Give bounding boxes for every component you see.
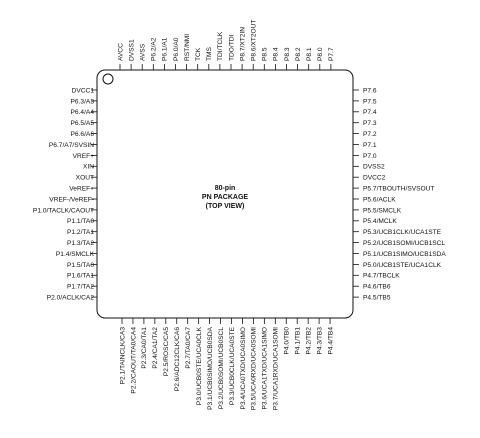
- pin-name: P5.2/UCB1SOMI/UCB1SCL: [363, 240, 445, 247]
- pin-count-label: 80-pin: [215, 185, 236, 192]
- pin-name: P2.6/ADC12CLK/CA6: [174, 327, 181, 391]
- pin-name: P6.3/A3: [71, 98, 95, 105]
- pin-name: P8.7/XT2IN: [239, 27, 246, 61]
- pin-name: P7.1: [363, 142, 377, 149]
- pin-name: P6.7/A7/SVSIN: [49, 142, 94, 149]
- pin-name: P3.4/UCA0TXD/UCA0SIMO: [240, 327, 247, 409]
- pin-name: P1.5/TA0: [67, 262, 94, 269]
- pin-name: P2.5/ROSC/CA5: [163, 327, 170, 376]
- pin-name: P5.1/UCB1SIMO/UCB1SDA: [363, 251, 446, 258]
- pin-name: P6.1/A1: [162, 37, 169, 61]
- pin-name: DVCC1: [72, 87, 95, 94]
- pin-name: DVCC2: [363, 175, 386, 182]
- pin-name: P3.1/UCB0SIMO/UCB0SDA: [207, 326, 214, 409]
- pin-name: P4.0/TB0: [284, 327, 291, 355]
- pin-name: P8.2: [295, 47, 302, 61]
- pin-name: P4.4/TB4: [327, 327, 334, 355]
- pin-name: P5.0/UCB1STE/UCA1CLK: [363, 262, 442, 269]
- pin-name: P7.6: [363, 87, 377, 94]
- pin-name: P6.5/A5: [71, 120, 95, 127]
- pin-name: P8.1: [306, 47, 313, 61]
- pin-name: P7.2: [363, 131, 377, 138]
- pin-name: P4.5/TB5: [363, 295, 391, 302]
- pin-name: TMS: [206, 46, 213, 61]
- pin-name: P5.4/MCLK: [363, 218, 397, 225]
- pin-name: P4.2/TB2: [305, 327, 312, 355]
- pin-name: XIN: [83, 164, 94, 171]
- view-label: (TOP VIEW): [206, 203, 245, 210]
- pin-name: P2.3/CA0/TA1: [141, 327, 148, 369]
- pin-name: P7.5: [363, 98, 377, 105]
- pin-name: P4.6/TB6: [363, 284, 391, 291]
- pin-name: P7.3: [363, 120, 377, 127]
- pin-name: P1.2/TA1: [67, 229, 94, 236]
- pin-name: VREF+: [73, 153, 95, 160]
- pin-name: P1.6/TA1: [67, 273, 94, 280]
- pin-name: AVSS: [140, 43, 147, 61]
- pin-name: DVSS2: [363, 164, 385, 171]
- pin-name: P7.4: [363, 109, 377, 116]
- pin-name: P5.5/SMCLK: [363, 207, 402, 214]
- pin1-marker: [102, 73, 114, 85]
- pin-name: P3.6/UCA1TXD/UCA1SIMO: [262, 327, 269, 409]
- pin-name: VREF-/VeREF-: [49, 196, 94, 203]
- pin-name: P5.6/ACLK: [363, 196, 396, 203]
- pin-name: P7.7: [328, 47, 335, 61]
- pin-name: P8.5: [262, 47, 269, 61]
- pin-name: P4.7/TBCLK: [363, 273, 400, 280]
- pin-name: P8.0: [317, 47, 324, 61]
- pin-name: P1.0/TACLK/CAOUT: [33, 207, 94, 214]
- pin-name: P3.0/UCB0STE/UCA0CLK: [196, 326, 203, 405]
- pin-name: RST/NMI: [184, 34, 191, 61]
- pin-name: P8.3: [284, 47, 291, 61]
- pin-name: P2.0/ACLK/CA2: [47, 295, 95, 302]
- pin-name: AVCC: [117, 43, 124, 61]
- pin-name: TCK: [195, 47, 202, 61]
- pin-name: P8.4: [273, 47, 280, 61]
- pin-name: P6.2/A2: [151, 37, 158, 61]
- pin-name: P5.3/UCB1CLK/UCA1STE: [363, 229, 442, 236]
- pin-name: P1.4/SMCLK: [56, 251, 95, 258]
- package-label: PN PACKAGE: [202, 194, 248, 201]
- pin-name: P3.3/UCB0CLK/UCA0STE: [229, 326, 236, 405]
- pin-name: P3.2/UCB0SOMI/UCB0SCL: [218, 327, 225, 409]
- ic-body: [96, 69, 354, 319]
- pin-name: P2.1/TAINCLK/CA3: [119, 327, 126, 385]
- pin-name: P1.3/TA2: [67, 240, 94, 247]
- pin-name: P2.4/CA1/TA2: [152, 327, 159, 369]
- pin-name: P2.7/TA0/CA7: [185, 327, 192, 369]
- pin-name: DVSS1: [128, 39, 135, 61]
- pin-name: TDO/TDI: [228, 34, 235, 61]
- pin-name: P3.5/UCA0RXD/UCA0SOMI: [251, 327, 258, 410]
- pin-name: P3.7/UCA1RXD/UCA1SOMI: [273, 327, 280, 410]
- pin-name: P2.2/CAOUT/TA0/CA4: [130, 327, 137, 394]
- pin-name: VeREF+: [69, 186, 94, 193]
- pin-name: P1.1/TA0: [67, 218, 94, 225]
- pin-name: P4.1/TB1: [295, 327, 302, 355]
- pin-name: P8.6/XT2OUT: [251, 20, 258, 61]
- pin-name: P6.6/A6: [71, 131, 95, 138]
- pin-name: TDI/TCLK: [217, 31, 224, 61]
- pin-name: XOUT: [76, 175, 94, 182]
- pin-name: P5.7/TBOUTH/SVSOUT: [363, 186, 434, 193]
- pin-name: P1.7/TA2: [67, 284, 94, 291]
- pin-name: P6.0/A0: [173, 37, 180, 61]
- pin-name: P6.4/A4: [71, 109, 95, 116]
- pin-name: P4.3/TB3: [316, 327, 323, 355]
- pin-name: P7.0: [363, 153, 377, 160]
